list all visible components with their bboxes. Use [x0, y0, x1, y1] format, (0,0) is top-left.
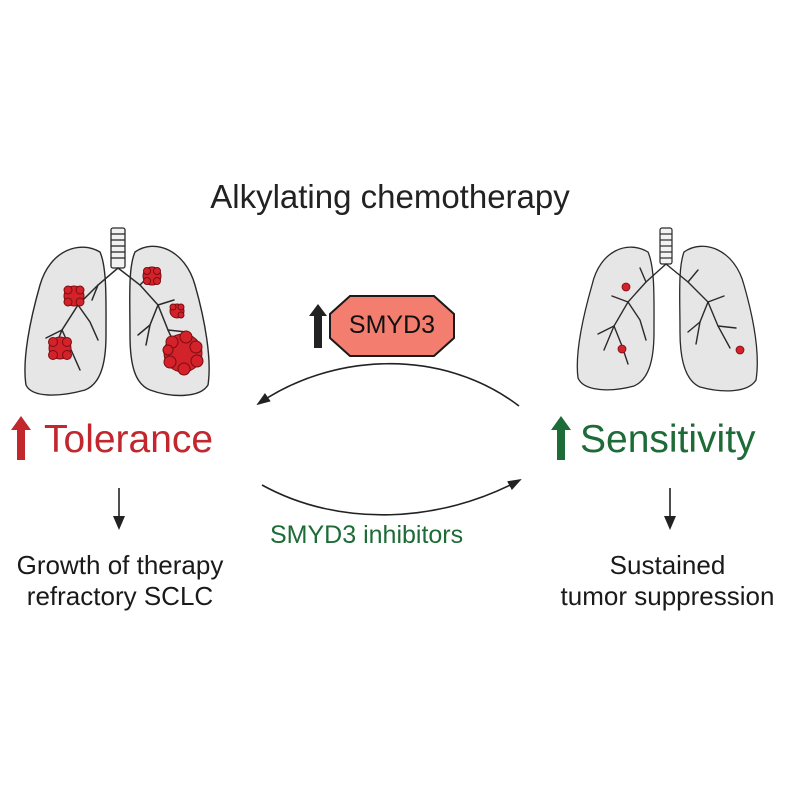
right-lung-left-lobe [576, 246, 655, 391]
outcome-left: Growth of therapy refractory SCLC [0, 550, 240, 612]
left-down-arrow-icon [113, 488, 125, 530]
left-lungs-icon [24, 227, 210, 397]
smyd3-label: SMYD3 [348, 311, 436, 339]
right-tumors [617, 282, 745, 355]
sensitivity-up-arrow-icon [551, 416, 571, 460]
diagram-title: Alkylating chemotherapy [210, 178, 570, 215]
right-trachea [659, 227, 673, 265]
left-lung-left-lobe [24, 246, 107, 396]
outcome-left-line-1: Growth of therapy [16, 550, 224, 580]
right-lung-right-lobe [679, 245, 758, 392]
outcome-right-line-1: Sustained [609, 550, 726, 580]
left-trachea [110, 227, 126, 269]
outcome-right: Sustained tumor suppression [535, 550, 800, 612]
smyd3-badge [329, 295, 455, 357]
arc-arrow-bottom [261, 479, 522, 516]
up-arrow-icon [309, 304, 327, 348]
left-lung-right-lobe [129, 245, 210, 397]
tolerance-label: Tolerance [44, 418, 214, 461]
arc-arrow-top [256, 362, 520, 407]
outcome-right-line-2: tumor suppression [560, 581, 775, 611]
tolerance-up-arrow-icon [11, 416, 31, 460]
right-lungs-icon [576, 227, 758, 392]
right-down-arrow-icon [664, 488, 676, 530]
sensitivity-label: Sensitivity [580, 418, 756, 461]
outcome-left-line-2: refractory SCLC [26, 581, 214, 611]
left-tumors [48, 266, 204, 376]
smyd3-inhibitors-label: SMYD3 inhibitors [270, 521, 464, 549]
